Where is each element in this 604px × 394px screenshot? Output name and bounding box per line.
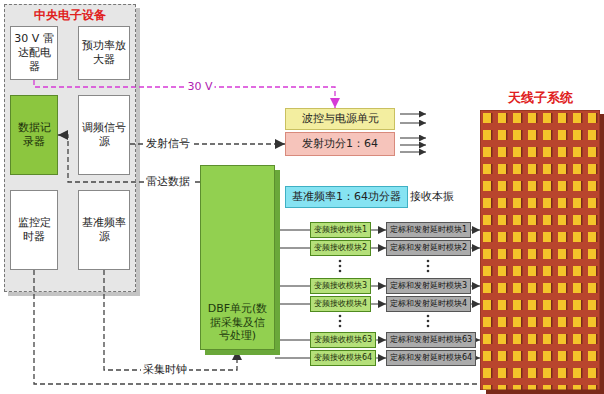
delay-module: 定标和发射延时模块4	[386, 296, 471, 312]
panel-heading: 中央电子设备	[34, 8, 106, 23]
connector	[275, 248, 310, 249]
node-label: 基准频率1：64功分器	[292, 190, 401, 204]
connector	[275, 304, 310, 305]
recorder-box: 数据记录器	[10, 95, 58, 175]
delay-module: 定标和发射延时模块2	[386, 240, 471, 256]
connector	[371, 248, 386, 249]
connector	[471, 304, 480, 305]
receiver-module: 变频接收模块3	[310, 278, 371, 294]
node-label: 发射功分1：64	[302, 137, 378, 151]
node-label: 变频接收模块3	[314, 281, 367, 291]
receiver-module: 变频接收模块4	[310, 296, 371, 312]
node-label: 定标和发射延时模块3	[390, 281, 467, 291]
signal-label: 接收本振	[410, 190, 454, 203]
edge-label: 30 V	[185, 80, 214, 93]
unit-box: 调频信号源	[78, 95, 130, 175]
splitter-band: 波控与电源单元	[285, 108, 395, 130]
node-label: 波控与电源单元	[302, 112, 379, 126]
node-label: 变频接收模块1	[314, 225, 367, 235]
node-label: 定标和发射延时模块1	[390, 225, 467, 235]
connector	[471, 286, 480, 287]
node-label: 预功率放大器	[82, 39, 126, 67]
connector	[275, 358, 310, 359]
unit-box: 监控定时器	[10, 190, 58, 270]
connector	[371, 304, 386, 305]
node-label: 定标和发射延时模块2	[390, 243, 467, 253]
receiver-module: 变频接收模块2	[310, 240, 371, 256]
connector	[275, 340, 310, 341]
node-label: 调频信号源	[82, 121, 126, 149]
receiver-module: 变频接收模块63	[310, 332, 376, 348]
receiver-module: 变频接收模块64	[310, 350, 376, 366]
dbf-panel: DBF单元(数据采集及信号处理)	[200, 165, 275, 350]
node-label: 变频接收模块2	[314, 243, 367, 253]
connector	[471, 230, 480, 231]
node-label: 数据记录器	[14, 121, 54, 149]
node-label: DBF单元(数据采集及信号处理)	[205, 302, 270, 343]
splitter-band: 基准频率1：64功分器	[285, 186, 408, 208]
panel-heading: 天线子系统	[480, 90, 600, 106]
splitter-band: 发射功分1：64	[285, 132, 395, 156]
receiver-module: 变频接收模块1	[310, 222, 371, 238]
output-arrows	[400, 114, 426, 152]
node-label: 变频接收模块64	[314, 353, 372, 363]
connector	[275, 286, 310, 287]
node-label: 变频接收模块63	[314, 335, 372, 345]
connector	[376, 358, 386, 359]
delay-module: 定标和发射延时模块64	[386, 350, 476, 366]
edge-label: 发射信号	[144, 137, 192, 150]
delay-module: 定标和发射延时模块3	[386, 278, 471, 294]
unit-box: 基准频率源	[78, 190, 130, 270]
node-label: 定标和发射延时模块4	[390, 299, 467, 309]
node-label: 定标和发射延时模块64	[390, 353, 472, 363]
connector	[371, 286, 386, 287]
edge-label: 雷达数据	[144, 175, 192, 188]
node-label: 定标和发射延时模块63	[390, 335, 472, 345]
edge-label: 采集时钟	[141, 363, 189, 376]
antenna-array: 天线子系统	[480, 110, 600, 390]
node-label: 30 V 雷达配电器	[14, 32, 54, 73]
unit-box: 30 V 雷达配电器	[10, 26, 58, 80]
equipment-panel: 中央电子设备 30 V 雷达配电器预功率放大器数据记录器调频信号源监控定时器基准频…	[4, 4, 136, 292]
node-label: 监控定时器	[14, 216, 54, 244]
delay-module: 定标和发射延时模块1	[386, 222, 471, 238]
connector	[371, 230, 386, 231]
connector	[275, 230, 310, 231]
connector	[476, 358, 480, 359]
antenna-grid	[480, 110, 600, 390]
delay-module: 定标和发射延时模块63	[386, 332, 476, 348]
unit-box: 预功率放大器	[78, 26, 130, 80]
node-label: 基准频率源	[82, 216, 126, 244]
node-label: 变频接收模块4	[314, 299, 367, 309]
connector	[476, 340, 480, 341]
panel-fill	[4, 4, 136, 292]
connector	[376, 340, 386, 341]
connector	[471, 248, 480, 249]
